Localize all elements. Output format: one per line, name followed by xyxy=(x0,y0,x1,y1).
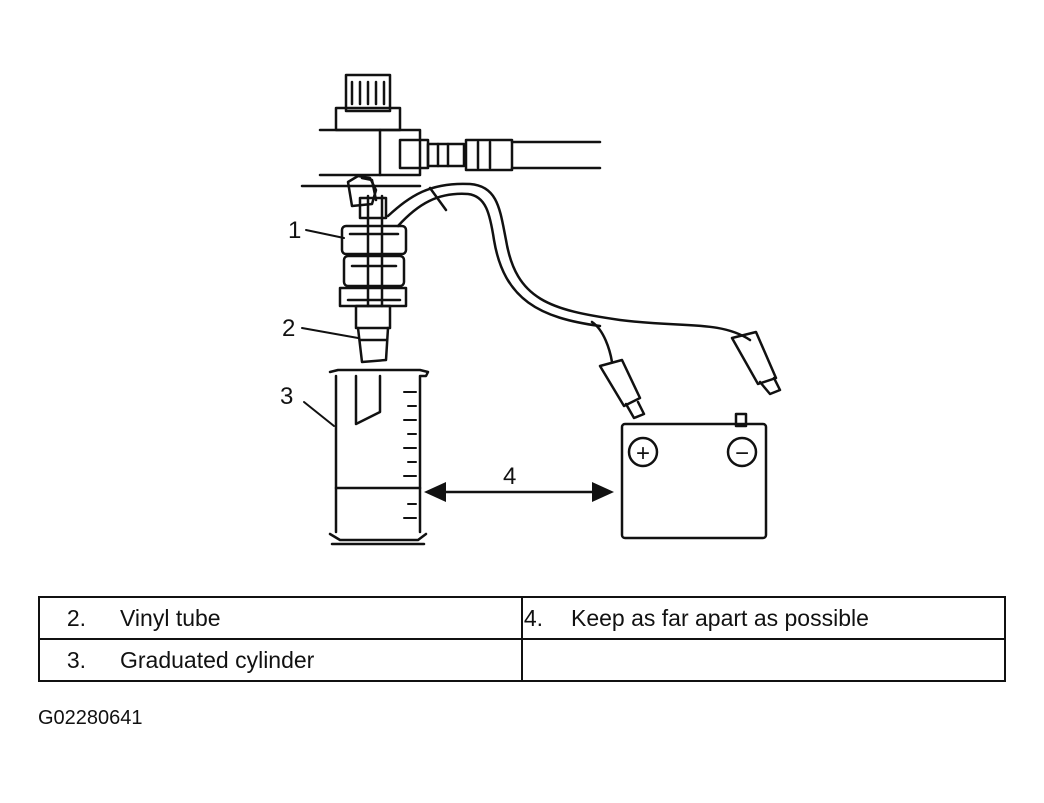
legend-row: 3. Graduated cylinder xyxy=(38,638,1006,682)
callout-3: 3 xyxy=(280,383,293,410)
graduated-cylinder xyxy=(328,368,430,546)
callout-1: 1 xyxy=(288,217,301,244)
callout-2: 2 xyxy=(282,315,295,342)
injector-body xyxy=(338,174,408,330)
vinyl-tube xyxy=(356,326,390,364)
legend-table: 2. Vinyl tube 4. Keep as far apart as po… xyxy=(38,596,1006,682)
injector-test-diagram: + − 1 2 3 4 xyxy=(280,73,782,546)
injector-harness xyxy=(386,182,782,420)
legend-number: 4. xyxy=(523,604,543,631)
legend-cell xyxy=(521,638,1006,682)
legend-text: Graduated cylinder xyxy=(120,646,315,673)
legend-number: 3. xyxy=(66,646,86,673)
callout-leaders xyxy=(301,229,359,427)
positive-terminal-icon: + xyxy=(636,440,650,467)
arrow-head-left xyxy=(424,482,446,502)
legend-cell: 4. Keep as far apart as possible xyxy=(521,596,1006,640)
callout-4: 4 xyxy=(503,463,516,490)
fuel-hose xyxy=(398,138,602,172)
arrow-head-right xyxy=(592,482,614,502)
battery xyxy=(620,412,768,540)
figure-code: G02280641 xyxy=(38,707,143,729)
legend-row: 2. Vinyl tube 4. Keep as far apart as po… xyxy=(38,596,1006,640)
fuel-rail xyxy=(300,73,422,188)
legend-text: Keep as far apart as possible xyxy=(571,604,869,631)
legend-cell: 3. Graduated cylinder xyxy=(38,638,523,682)
legend-number: 2. xyxy=(66,604,86,631)
legend-cell: 2. Vinyl tube xyxy=(38,596,523,640)
legend-text: Vinyl tube xyxy=(120,604,221,631)
negative-terminal-icon: − xyxy=(735,440,749,467)
